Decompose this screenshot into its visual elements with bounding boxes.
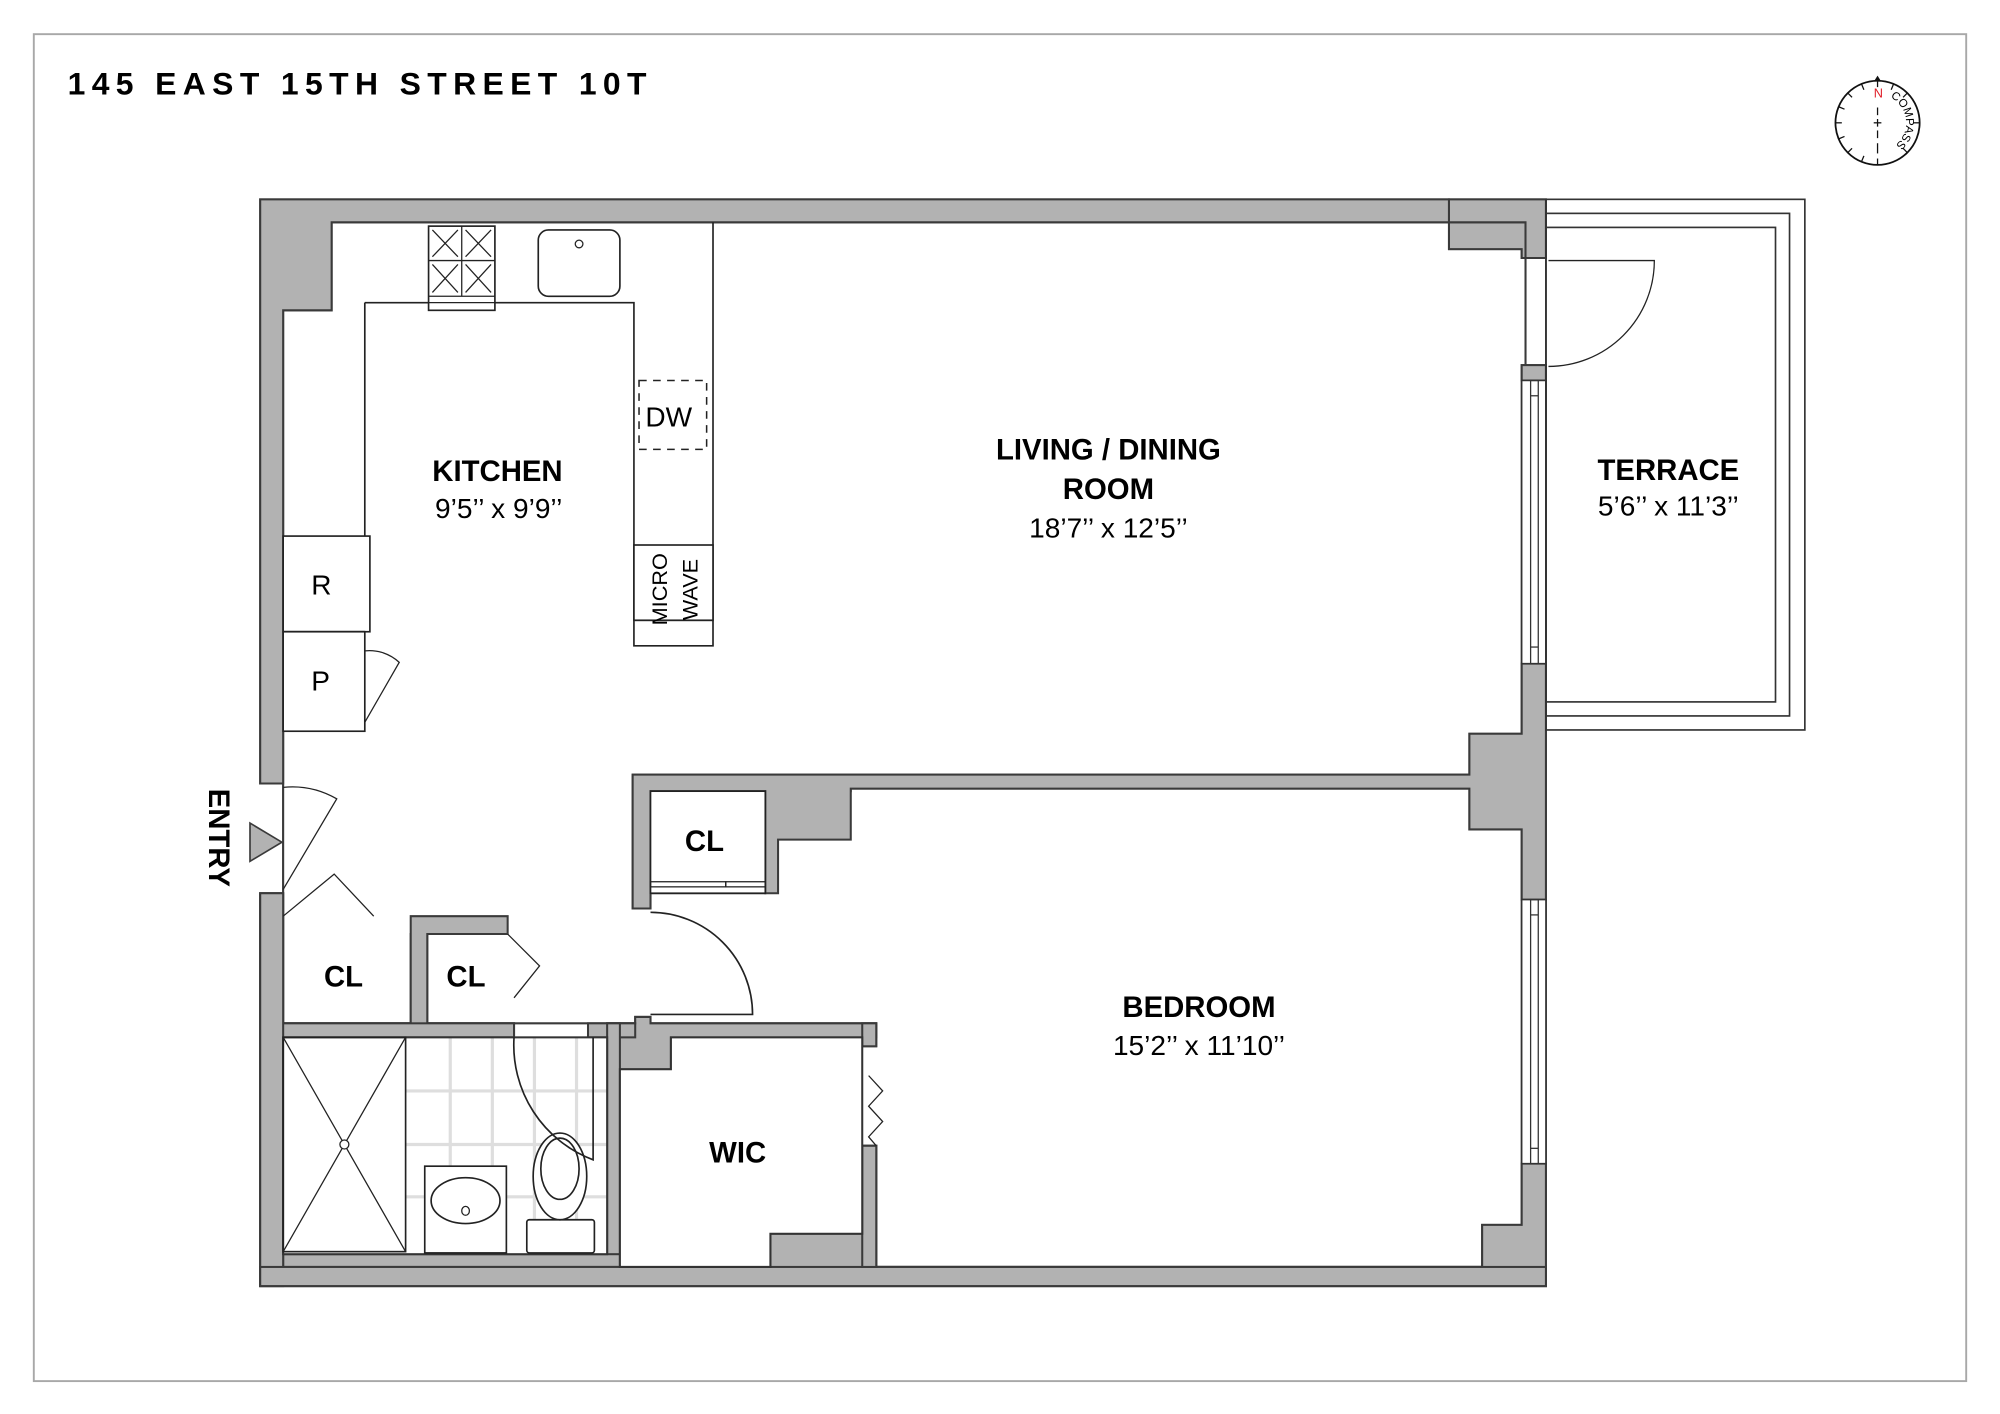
closet-2-door — [507, 933, 541, 999]
microwave: MICRO WAVE — [633, 544, 714, 625]
microwave-label-2: WAVE — [678, 559, 703, 620]
bathroom — [282, 1036, 609, 1256]
entry-arrow-icon — [249, 821, 284, 863]
kitchen-counter-outline — [363, 222, 714, 647]
wall-bottom — [259, 1265, 1547, 1288]
toilet-icon — [525, 1132, 596, 1254]
living-window — [1520, 379, 1547, 665]
kitchen-dims: 9’5’’ x 9’9’’ — [435, 493, 562, 524]
living-name-line1: LIVING / DINING — [996, 434, 1221, 467]
entry-label: ENTRY — [202, 789, 235, 888]
shower-icon — [282, 1036, 407, 1253]
closet-slider-2 — [725, 881, 766, 888]
terrace-name: TERRACE — [1597, 454, 1739, 487]
wall-bath-bottom — [282, 1253, 621, 1268]
wall-bath-left — [259, 892, 285, 1288]
living-dims: 18’7’’ x 12’5’’ — [1029, 512, 1188, 543]
wall-bath-top — [279, 1022, 516, 1039]
wall-bath-right — [606, 1022, 621, 1268]
bedroom-window — [1520, 898, 1547, 1165]
terrace — [1545, 198, 1806, 731]
wic-bifold-door — [867, 1075, 884, 1147]
living-name-line2: ROOM — [1063, 473, 1154, 506]
bedroom-dims: 15’2’’ x 11’10’’ — [1113, 1030, 1285, 1061]
page-title: 145 EAST 15TH STREET 10T — [68, 66, 653, 102]
microwave-label-1: MICRO — [647, 553, 672, 625]
compass-icon: N COMPASS — [1834, 75, 1921, 166]
kitchen-name: KITCHEN — [432, 455, 562, 488]
wall-wic-bedroom — [861, 1144, 878, 1268]
bedroom-closet — [649, 790, 767, 895]
bedroom-door — [650, 911, 754, 1016]
terrace-door — [1548, 259, 1655, 368]
pantry: P — [282, 630, 401, 733]
stove-icon — [427, 225, 496, 312]
compass-north-label: N — [1874, 85, 1883, 100]
wic-floor — [618, 1036, 864, 1268]
kitchen-sink-icon — [537, 229, 621, 298]
refrigerator-label: R — [311, 570, 331, 601]
closet-bedroom-label: CL — [685, 825, 724, 858]
bedroom-name: BEDROOM — [1122, 991, 1275, 1024]
dishwasher: DW — [638, 379, 708, 451]
wall-wic-stub — [861, 1022, 878, 1048]
closet-entry-1-label: CL — [324, 960, 363, 993]
closet-entry-2-label: CL — [446, 960, 485, 993]
closet-1-door — [282, 873, 375, 917]
bathroom-sink-icon — [423, 1165, 508, 1254]
entry-door — [249, 786, 338, 890]
wall-terrace-door-jamb — [1520, 364, 1547, 382]
dishwasher-label: DW — [645, 401, 692, 432]
wall-right-mid — [631, 662, 1547, 910]
pantry-label: P — [311, 665, 330, 696]
terrace-dims: 5’6’’ x 11’3’’ — [1598, 491, 1739, 522]
bathroom-door — [512, 1037, 594, 1162]
refrigerator: R — [282, 535, 371, 633]
wic-label: WIC — [709, 1136, 766, 1169]
